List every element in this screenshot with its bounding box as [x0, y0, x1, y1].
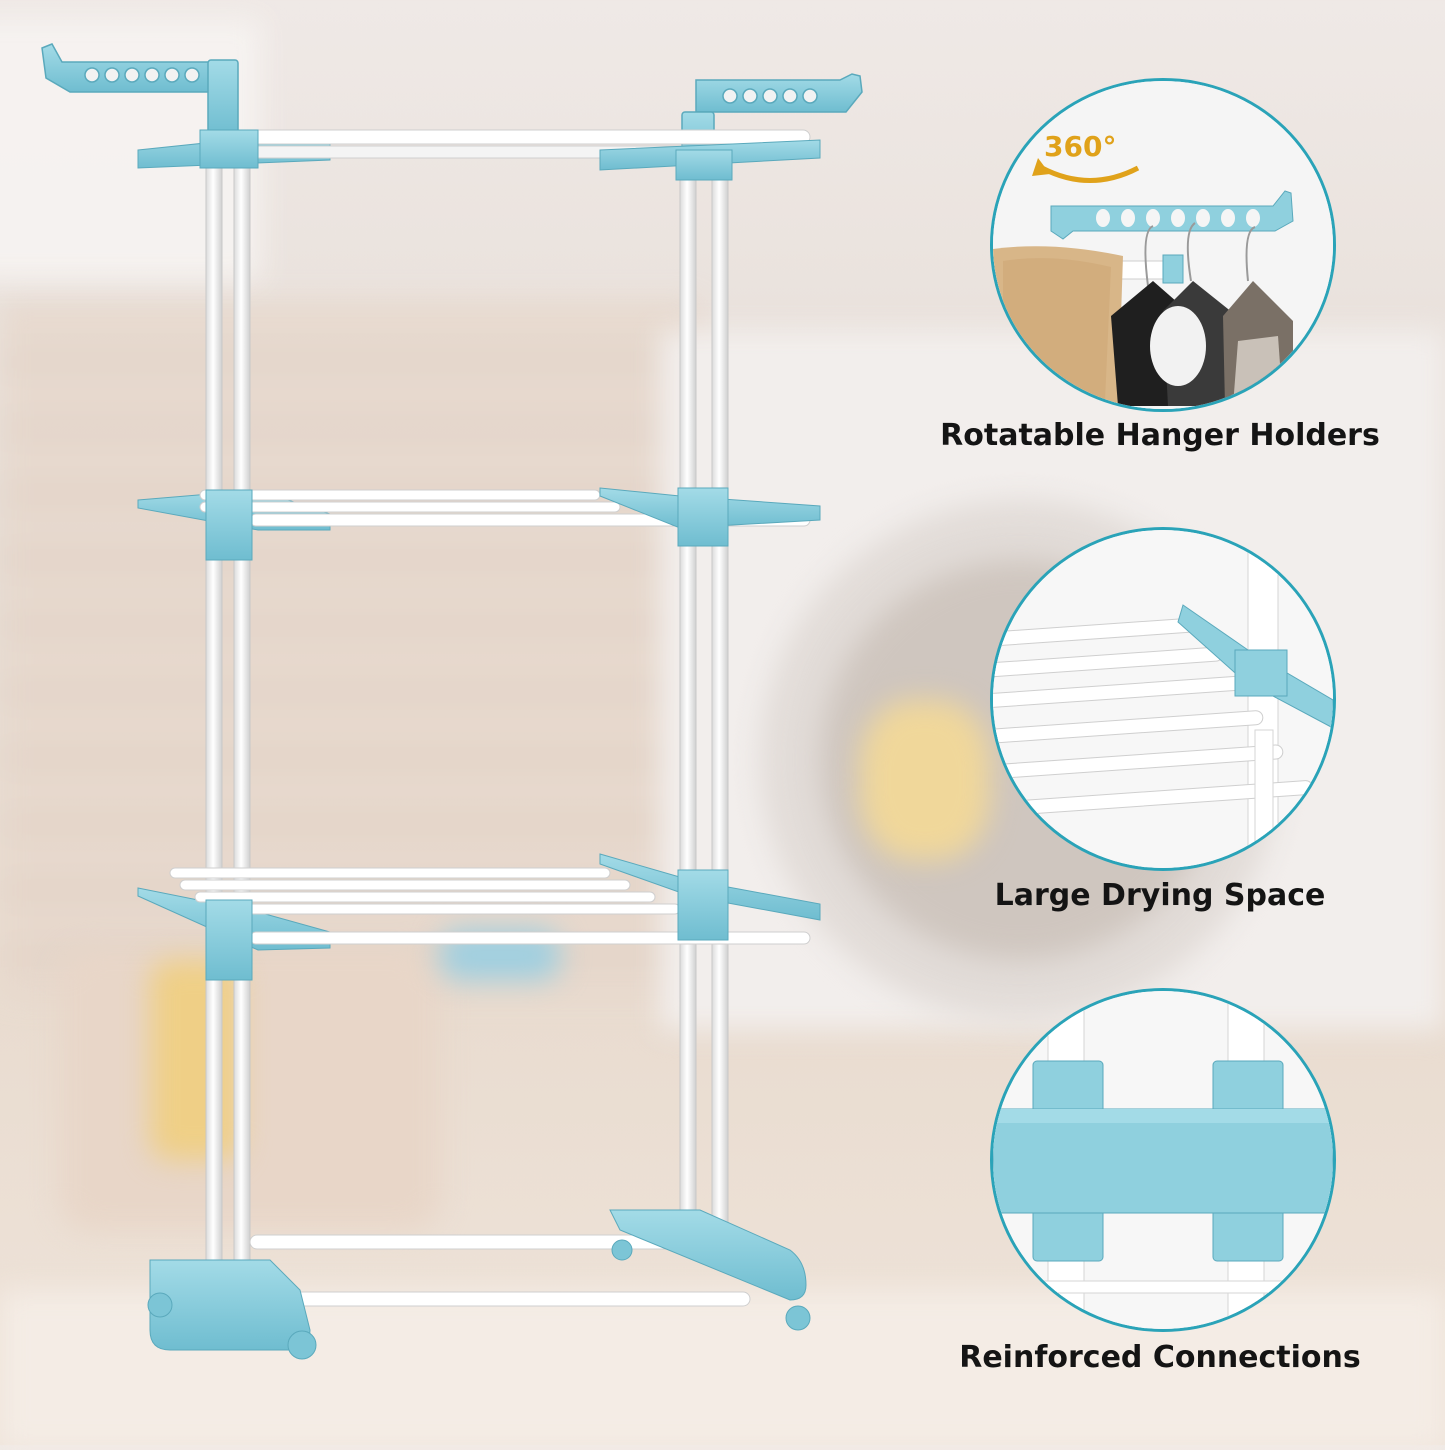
rotation-badge-text: 360°	[1044, 130, 1117, 163]
vertical-poles	[205, 139, 729, 1291]
rotate-arrow-icon	[1032, 158, 1140, 183]
hanger-arm-left	[41, 43, 239, 136]
feature-circle-hanger-holders	[990, 78, 1336, 412]
connection-closeup	[993, 991, 1333, 1329]
rack-base	[147, 1209, 811, 1360]
feature-circle-drying-space	[990, 527, 1336, 871]
feature-label-drying-space: Large Drying Space	[994, 878, 1326, 913]
feature-circle-connections	[990, 988, 1336, 1332]
feature-label-hanger-holders: Rotatable Hanger Holders	[940, 418, 1380, 453]
bg-towel	[150, 960, 240, 1160]
feature-label-connections: Reinforced Connections	[959, 1340, 1361, 1375]
middle-tier	[137, 487, 821, 561]
lower-tier	[137, 853, 821, 981]
bg-laundry-in-drum	[860, 700, 990, 860]
drying-rails-closeup	[993, 530, 1333, 868]
rotation-badge: 360°	[1030, 128, 1150, 198]
top-tier	[137, 129, 821, 181]
hanger-holder-closeup	[993, 81, 1333, 409]
